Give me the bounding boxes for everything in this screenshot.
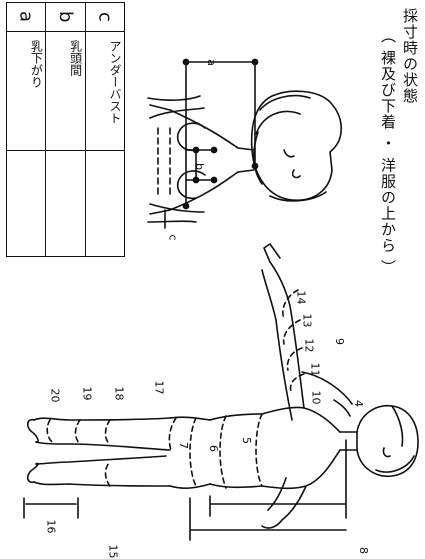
marker-19: 19 bbox=[80, 386, 94, 401]
legend-row-labels: 乳下がり 乳頭間 アンダーバスト bbox=[5, 31, 126, 151]
diagram-subtitle: （ 裸及び下着 ・ 洋服の上から ） bbox=[379, 28, 397, 276]
legend-label-a: 乳下がり bbox=[5, 31, 47, 151]
marker-a: a bbox=[204, 59, 218, 66]
marker-14: 14 bbox=[294, 290, 308, 305]
marker-10: 10 bbox=[309, 390, 323, 405]
marker-11: 11 bbox=[308, 362, 322, 377]
marker-6: 6 bbox=[207, 445, 220, 452]
legend-table: a b c 乳下がり 乳頭間 アンダーバスト bbox=[5, 2, 126, 257]
marker-18: 18 bbox=[112, 386, 126, 401]
marker-17: 17 bbox=[152, 380, 166, 395]
legend-letter-a: a bbox=[5, 2, 47, 32]
legend-blank-a bbox=[5, 150, 47, 257]
legend-label-b: 乳頭間 bbox=[45, 31, 86, 151]
marker-c: c bbox=[166, 234, 180, 241]
diagram-title: 採寸時の状態 bbox=[401, 8, 419, 104]
marker-20: 20 bbox=[48, 388, 62, 403]
full-body-figure bbox=[26, 243, 419, 529]
legend-row-blank bbox=[5, 150, 126, 257]
legend-blank-c bbox=[84, 150, 126, 257]
dimension-lines bbox=[23, 371, 353, 541]
bust-figure bbox=[147, 90, 343, 223]
marker-13: 13 bbox=[300, 313, 314, 328]
legend-letter-b: b bbox=[45, 2, 86, 32]
bust-measure-lines bbox=[164, 61, 256, 229]
marker-5: 5 bbox=[240, 437, 253, 444]
marker-7: 7 bbox=[177, 442, 190, 449]
marker-16: 16 bbox=[44, 519, 58, 534]
marker-9: 9 bbox=[333, 338, 346, 345]
marker-4: 4 bbox=[352, 400, 365, 407]
legend-label-c: アンダーバスト bbox=[84, 31, 126, 151]
bust-measure-dots bbox=[182, 58, 259, 210]
girth-lines bbox=[46, 289, 305, 489]
marker-8: 8 bbox=[357, 547, 370, 554]
marker-b: b bbox=[192, 163, 206, 170]
marker-12: 12 bbox=[302, 338, 316, 353]
marker-15: 15 bbox=[106, 544, 120, 559]
